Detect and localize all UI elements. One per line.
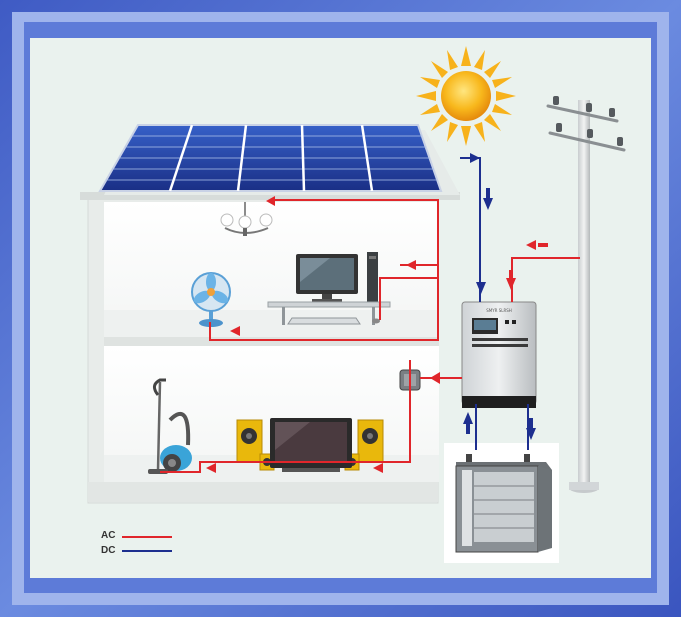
arrow-left-icon	[430, 372, 440, 384]
arrow-left-icon	[373, 463, 383, 473]
inverter-brand: SMYR SLRSH	[486, 308, 512, 313]
computer-monitor-icon	[296, 254, 358, 302]
arrow-down-icon	[526, 428, 536, 440]
battery-cabinet-icon	[455, 454, 552, 553]
chandelier-icon	[220, 202, 273, 236]
arrow-up-icon	[463, 412, 473, 424]
vacuum-cleaner-icon	[148, 378, 192, 474]
ac-arrows	[206, 196, 548, 473]
arrow-left-icon	[526, 240, 536, 250]
arrow-down-icon	[506, 278, 516, 290]
arrow-left-icon	[230, 326, 240, 336]
arrow-left-icon	[206, 463, 216, 473]
tv-icon	[270, 418, 352, 472]
legend-ac-label: AC	[101, 530, 116, 541]
computer-desk	[267, 301, 391, 325]
dc-arrows	[463, 153, 536, 440]
desk-fan-icon	[191, 272, 231, 327]
house	[80, 130, 460, 504]
utility-pole-icon	[546, 96, 626, 493]
sun-icon	[416, 46, 516, 146]
arrow-left-icon	[406, 260, 416, 270]
solar-panel-icon	[98, 124, 443, 192]
arrow-left-icon	[266, 196, 275, 206]
legend-dc-label: DC	[101, 545, 116, 556]
pc-tower-icon	[367, 252, 378, 302]
arrow-down-icon	[476, 282, 486, 294]
arrow-right-icon	[470, 153, 480, 163]
arrow-down-icon	[483, 198, 493, 210]
inverter-icon: SMYR SLRSH	[461, 301, 537, 408]
keyboard-icon	[287, 317, 380, 325]
